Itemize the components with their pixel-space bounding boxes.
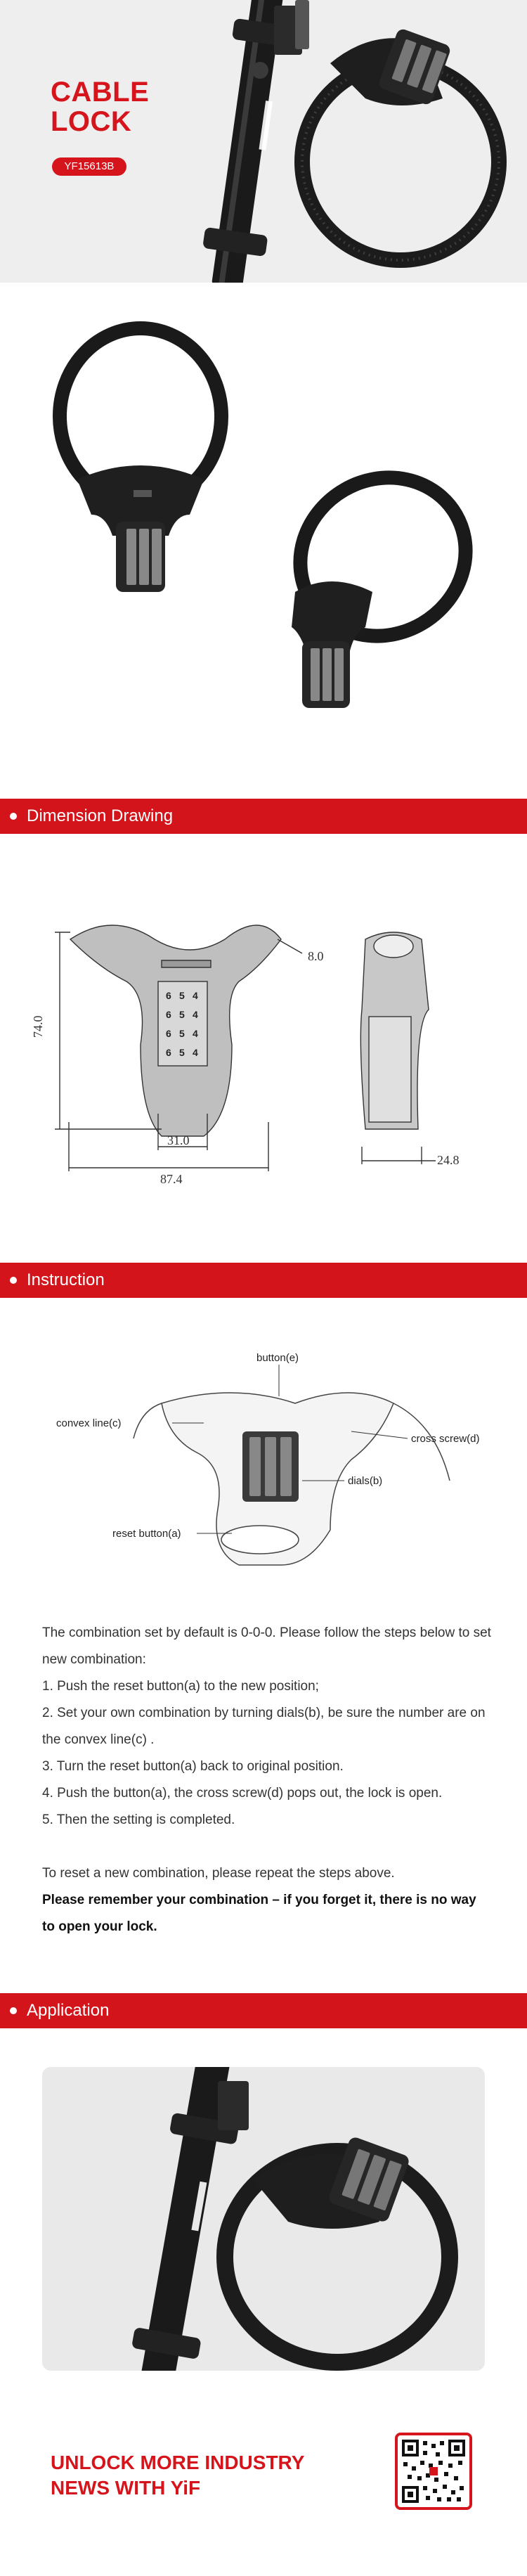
dim-height: 74.0	[31, 1016, 45, 1038]
dial-digit: 5	[179, 990, 185, 1001]
instruction-intro: The combination set by default is 0-0-0.…	[42, 1625, 491, 1667]
bullet-icon	[10, 813, 17, 820]
model-badge: YF15613B	[52, 157, 126, 176]
dimension-drawing: 8.0 74.0 31.0 87.4 24.8 6 5 4 6 5 4 6 5 …	[31, 925, 460, 1186]
dim-depth: 24.8	[437, 1153, 460, 1167]
seat-post-image	[203, 0, 309, 283]
dial-digit: 6	[166, 1009, 171, 1020]
hero-title: CABLE LOCK	[51, 77, 149, 136]
dim-diameter: 8.0	[308, 949, 324, 963]
dim-dial-width: 31.0	[167, 1133, 190, 1147]
section-bar-dimension: Dimension Drawing	[0, 799, 527, 834]
instruction-step-3: 3. Turn the reset button(a) back to orig…	[42, 1759, 344, 1774]
hero-banner: CABLE LOCK YF15613B	[0, 0, 527, 283]
spacer	[42, 1834, 492, 1860]
dials-image	[242, 1431, 299, 1502]
section-title-dimension: Dimension Drawing	[27, 806, 174, 825]
footer-title-line1: UNLOCK MORE INDUSTRY	[51, 2452, 305, 2473]
footer-title-line2: NEWS WITH YiF	[51, 2477, 201, 2499]
dial-digit: 5	[179, 1009, 185, 1020]
dial-digit: 5	[179, 1047, 185, 1058]
dial-digit: 6	[166, 1047, 171, 1058]
dial-digit: 5	[179, 1028, 185, 1039]
application-photo	[42, 2067, 485, 2371]
dial-digit: 4	[193, 1028, 198, 1039]
bullet-icon	[10, 2007, 17, 2014]
hero-product-photo	[203, 0, 507, 283]
cable-lock-front-view	[53, 321, 228, 592]
qr-code[interactable]	[395, 2433, 472, 2510]
dial-digit: 4	[193, 1009, 198, 1020]
instruction-step-5: 5. Then the setting is completed.	[42, 1812, 235, 1827]
dial-digit: 4	[193, 990, 198, 1001]
instruction-step-2: 2. Set your own combination by turning d…	[42, 1706, 486, 1747]
dial-digit: 4	[193, 1047, 198, 1058]
instruction-warning: Please remember your combination – if yo…	[42, 1893, 476, 1934]
application-photo-image	[132, 2067, 458, 2371]
instruction-text: The combination set by default is 0-0-0.…	[42, 1620, 492, 1940]
section-title-instruction: Instruction	[27, 1270, 105, 1289]
instruction-diagram: button(e) convex line(c) cross screw(d) …	[56, 1352, 480, 1566]
instruction-reset: To reset a new combination, please repea…	[42, 1866, 395, 1881]
cable-lock-side-view	[292, 470, 473, 708]
label-convex-line-c: convex line(c)	[56, 1417, 122, 1429]
label-button-e: button(e)	[256, 1352, 299, 1364]
instruction-step-1: 1. Push the reset button(a) to the new p…	[42, 1679, 319, 1694]
qr-code-icon	[402, 2440, 465, 2503]
dial-digit: 6	[166, 1028, 171, 1039]
hero-title-line1: CABLE	[51, 77, 150, 108]
section-bar-instruction: Instruction	[0, 1263, 527, 1298]
section-title-application: Application	[27, 2001, 110, 2020]
cable-lock-image	[294, 29, 507, 268]
label-reset-button-a: reset button(a)	[112, 1528, 181, 1540]
footer-title: UNLOCK MORE INDUSTRY NEWS WITH YiF	[51, 2450, 304, 2501]
section-bar-application: Application	[0, 1993, 527, 2028]
bullet-icon	[10, 1277, 17, 1284]
instruction-step-4: 4. Push the button(a), the cross screw(d…	[42, 1786, 443, 1801]
product-views-image	[53, 321, 473, 708]
hero-title-line2: LOCK	[51, 106, 132, 137]
dim-overall-width: 87.4	[160, 1172, 183, 1186]
dial-digit: 6	[166, 990, 171, 1001]
label-cross-screw-d: cross screw(d)	[411, 1433, 480, 1445]
label-dials-b: dials(b)	[348, 1475, 382, 1487]
